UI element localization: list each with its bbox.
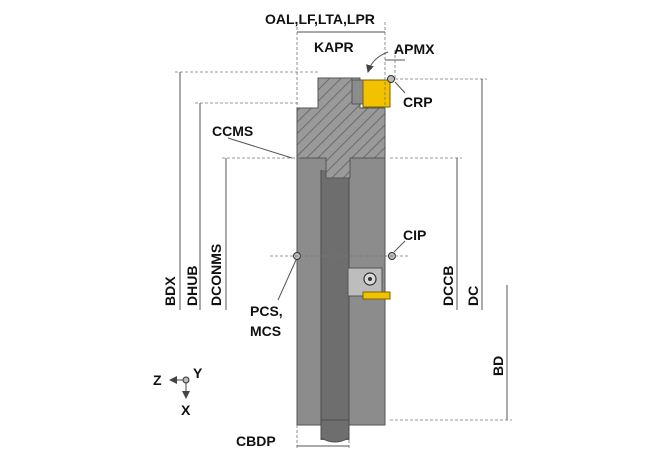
cutter-body-shade <box>321 170 349 440</box>
axes-symbol: Z Y X <box>153 365 203 418</box>
label-bd: BD <box>490 356 506 376</box>
label-dc: DC <box>465 286 481 306</box>
label-dccb: DCCB <box>440 266 456 306</box>
label-apmx: APMX <box>394 41 435 57</box>
label-dhub: DHUB <box>184 266 200 306</box>
label-dconms: DCONMS <box>208 244 224 306</box>
axis-y-label: Y <box>193 365 203 381</box>
pcs-leader <box>277 259 297 301</box>
top-insert <box>362 79 391 108</box>
crp-leader <box>394 81 406 94</box>
ccms-leader <box>227 137 293 159</box>
label-kapr: KAPR <box>314 39 354 55</box>
label-crp: CRP <box>403 94 433 110</box>
crp-point <box>387 75 395 83</box>
label-cbdp: CBDP <box>236 433 276 449</box>
label-mcs: MCS <box>250 323 281 339</box>
label-ccms: CCMS <box>212 123 253 139</box>
label-oal: OAL,LF,LTA,LPR <box>265 11 375 27</box>
cutter-spigot <box>320 419 350 443</box>
axis-z-label: Z <box>153 372 162 388</box>
label-pcs: PCS, <box>250 303 283 319</box>
insert-pocket <box>351 79 365 105</box>
label-bdx: BDX <box>162 276 178 306</box>
label-cip: CIP <box>403 227 426 243</box>
cip-leader <box>393 240 406 253</box>
axis-x-label: X <box>181 402 191 418</box>
hub-section <box>296 77 386 179</box>
lower-insert <box>362 291 391 300</box>
